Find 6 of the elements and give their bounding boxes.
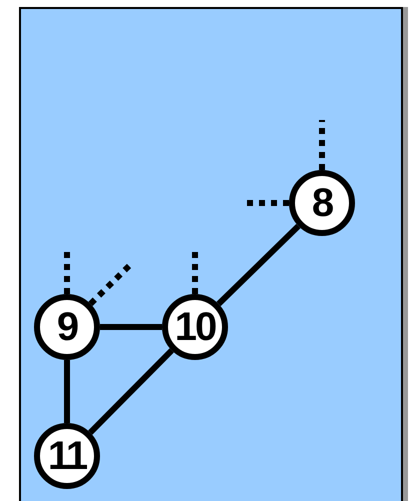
dotted-stub — [88, 262, 134, 306]
dotted-stub — [319, 120, 325, 170]
edge-line — [100, 324, 162, 330]
edge-line — [88, 348, 174, 435]
edge-line — [216, 224, 300, 306]
edge-line — [64, 360, 70, 423]
